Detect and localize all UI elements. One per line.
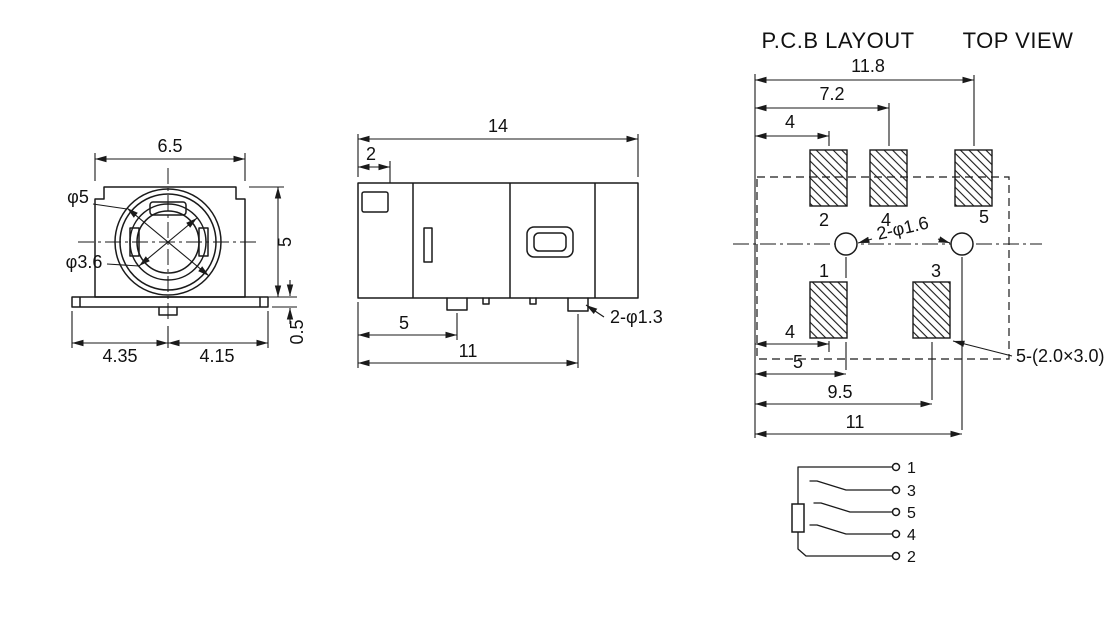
- side-window-outer: [526, 226, 574, 258]
- dim-label-9-5: 9.5: [827, 382, 852, 402]
- pad-number-2: 2: [819, 210, 829, 230]
- leader-line: [857, 236, 873, 244]
- pcb-pad-4: [869, 149, 908, 207]
- dim-label-flange-thickness: 0.5: [287, 319, 307, 344]
- dim-label-total-length: 14: [488, 116, 508, 136]
- schematic-terminal: [891, 485, 901, 495]
- pcb-hole-left: [834, 232, 858, 256]
- pad-number-4: 4: [881, 210, 891, 230]
- leader-line: [106, 263, 140, 267]
- pad-number-1: 1: [819, 261, 829, 281]
- pcb-pad-1: [809, 281, 848, 339]
- pad-number-5: 5: [979, 207, 989, 227]
- pcb-hole-right: [950, 232, 974, 256]
- schematic-terminal: [891, 551, 901, 561]
- pcb-pad-3: [912, 281, 951, 339]
- side-body-outline: [357, 182, 639, 299]
- pcb-layout-title: P.C.B LAYOUT: [761, 28, 914, 53]
- pcb-pad-5: [954, 149, 993, 207]
- schematic-pin-5: 5: [907, 505, 916, 522]
- schematic-terminal: [891, 462, 901, 472]
- dim-label-7-2: 7.2: [819, 84, 844, 104]
- diameter-line: [138, 217, 198, 267]
- front-centerlines: [78, 168, 258, 322]
- dim-label-pin-holes: 2-φ1.3: [610, 307, 663, 327]
- schematic-pin-3: 3: [907, 483, 916, 500]
- dim-label-inner-diameter: φ3.6: [66, 252, 103, 272]
- dim-label-11: 11: [846, 412, 865, 432]
- leader-line: [585, 304, 605, 318]
- dim-label-4-bottom: 4: [785, 322, 795, 342]
- top-view-title: TOP VIEW: [963, 28, 1074, 53]
- front-barrel-circle: [119, 193, 217, 291]
- schematic-pin-2: 2: [907, 549, 916, 566]
- pad-number-3: 3: [931, 261, 941, 281]
- dim-label-bottom-left: 4.35: [102, 346, 137, 366]
- pcb-layout-view: P.C.B LAYOUT TOP VIEW 2 4 5 1 3 2-φ1.6 1…: [733, 28, 1105, 438]
- side-rib-slot: [423, 227, 433, 263]
- front-flange: [71, 296, 269, 316]
- schematic: 1 3 5 4 2: [791, 460, 916, 566]
- schematic-wiring: [797, 466, 893, 557]
- front-barrel-circle: [114, 188, 222, 296]
- side-view: 14 2 5 11 2-φ1.3: [357, 116, 663, 368]
- leader-line: [92, 203, 128, 210]
- pad-size-label: 5-(2.0×3.0): [1016, 346, 1105, 366]
- dim-label-top-width: 6.5: [157, 136, 182, 156]
- dim-label-bottom-right: 4.15: [199, 346, 234, 366]
- dim-label-11-8: 11.8: [851, 56, 885, 76]
- front-body-outline: [94, 186, 246, 298]
- leader-line: [952, 340, 1013, 357]
- front-view: φ5 φ3.6 6.5 5 0.5 4.35 4.15: [66, 136, 307, 366]
- dim-label-body-height: 5: [275, 237, 295, 247]
- side-latch-detail: [361, 191, 389, 213]
- leader-line: [937, 236, 951, 244]
- schematic-pin-4: 4: [907, 527, 916, 544]
- pcb-pad-2: [809, 149, 848, 207]
- dim-label-pin-span: 11: [459, 341, 478, 361]
- schematic-contact-block: [791, 503, 805, 533]
- dim-label-4-top: 4: [785, 112, 795, 132]
- schematic-terminal: [891, 507, 901, 517]
- dim-label-outer-diameter: φ5: [67, 187, 89, 207]
- schematic-terminal: [891, 529, 901, 539]
- extension-lines: [71, 153, 297, 348]
- component-outline-dashed: [756, 176, 1010, 360]
- dim-label-pin1-offset: 5: [399, 313, 409, 333]
- schematic-pin-1: 1: [907, 460, 916, 477]
- dim-label-5-bottom: 5: [793, 352, 803, 372]
- side-window-inner: [533, 232, 567, 252]
- dim-label-front-lip: 2: [366, 144, 376, 164]
- side-pins: [446, 297, 589, 312]
